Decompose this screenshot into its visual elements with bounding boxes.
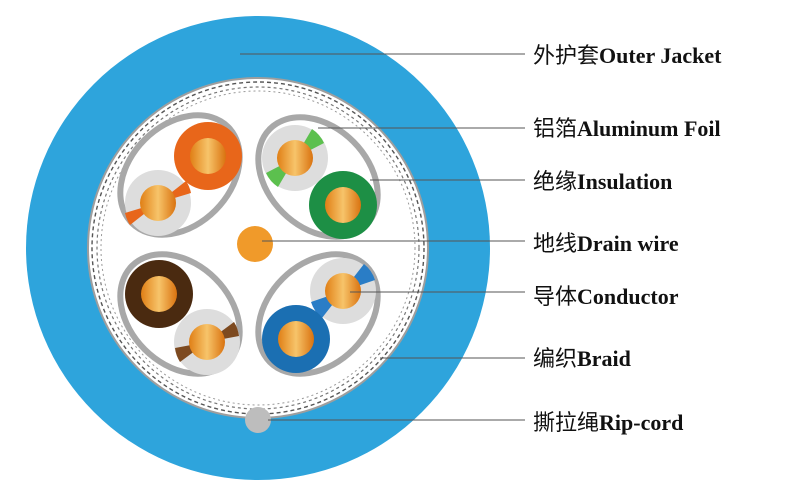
orange-solid-conductor <box>190 138 226 174</box>
brown-striped-conductor <box>189 324 225 360</box>
callout-braid: 编织Braid <box>533 346 631 371</box>
blue-solid-conductor <box>278 321 314 357</box>
drain-wire <box>237 226 273 262</box>
brown-pair <box>125 260 240 375</box>
green-pair <box>262 125 377 239</box>
orange-pair <box>125 122 242 236</box>
callout-insulation: 绝缘Insulation <box>533 169 672 194</box>
green-solid-conductor <box>325 187 361 223</box>
callout-rip-cord: 撕拉绳Rip-cord <box>533 410 683 435</box>
callout-conductor: 导体Conductor <box>533 284 679 309</box>
callout-outer-jacket: 外护套Outer Jacket <box>533 43 722 68</box>
blue-striped-conductor <box>325 273 361 309</box>
callout-aluminum-foil: 铝箔Aluminum Foil <box>533 116 721 141</box>
rip-cord <box>245 407 271 433</box>
callout-drain-wire: 地线Drain wire <box>533 231 679 256</box>
orange-striped-conductor <box>140 185 176 221</box>
blue-pair <box>262 258 376 373</box>
braid-ring-inner-2 <box>100 90 416 406</box>
green-striped-conductor <box>277 140 313 176</box>
brown-solid-conductor <box>141 276 177 312</box>
